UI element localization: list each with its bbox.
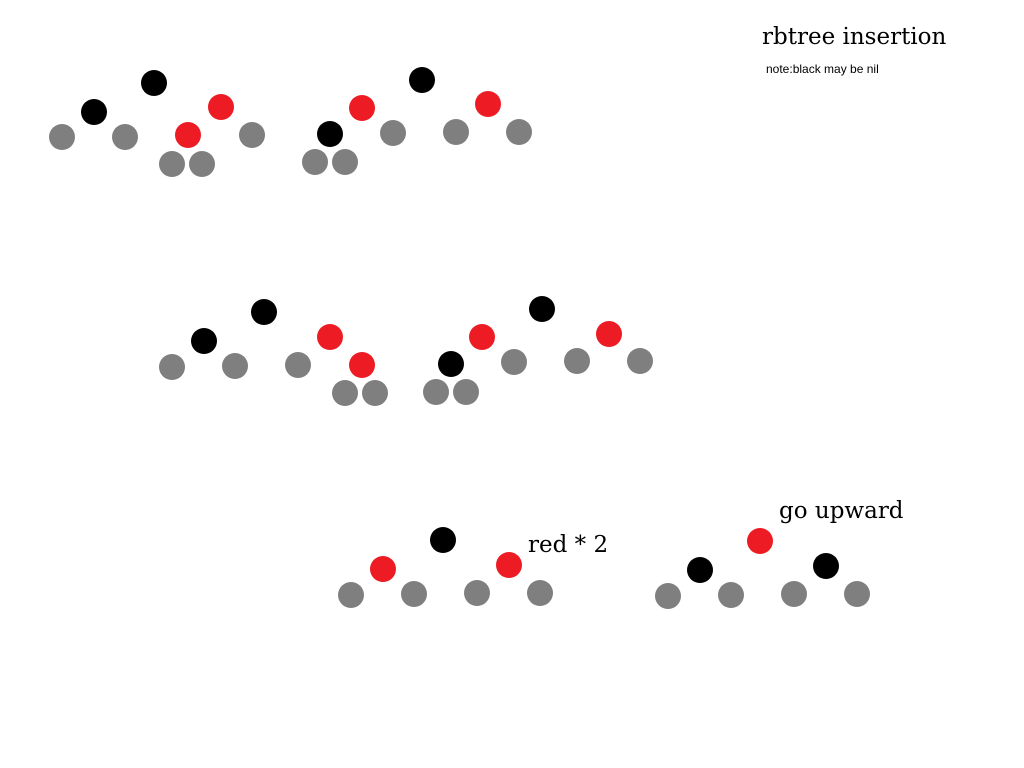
nil-node	[401, 581, 427, 607]
red-node	[469, 324, 495, 350]
nil-node	[423, 379, 449, 405]
nil-node	[380, 120, 406, 146]
nil-node	[332, 380, 358, 406]
nil-node	[49, 124, 75, 150]
nil-node	[627, 348, 653, 374]
tree-row2-before	[159, 299, 388, 406]
tree-row3-after	[655, 528, 870, 609]
red-node	[317, 324, 343, 350]
nil-node	[362, 380, 388, 406]
nil-node	[781, 581, 807, 607]
diagram-title: rbtree insertion	[762, 24, 947, 50]
nil-node	[189, 151, 215, 177]
nil-node	[501, 349, 527, 375]
nil-node	[159, 354, 185, 380]
nil-node	[655, 583, 681, 609]
red-node	[208, 94, 234, 120]
black-node	[141, 70, 167, 96]
nil-node	[443, 119, 469, 145]
nil-node	[718, 582, 744, 608]
black-node	[251, 299, 277, 325]
black-node	[430, 527, 456, 553]
nil-node	[332, 149, 358, 175]
black-node	[529, 296, 555, 322]
black-node	[409, 67, 435, 93]
black-node	[317, 121, 343, 147]
red-twice-label: red * 2	[528, 532, 609, 558]
nil-node	[464, 580, 490, 606]
tree-row1-before	[49, 70, 265, 177]
red-node	[475, 91, 501, 117]
diagram-note: note:black may be nil	[766, 62, 879, 76]
red-node	[596, 321, 622, 347]
go-upward-label: go upward	[779, 498, 904, 524]
red-node	[496, 552, 522, 578]
tree-row1-after	[302, 67, 532, 175]
nil-node	[564, 348, 590, 374]
black-node	[438, 351, 464, 377]
nil-node	[506, 119, 532, 145]
black-node	[191, 328, 217, 354]
red-node	[349, 95, 375, 121]
black-node	[81, 99, 107, 125]
nil-node	[159, 151, 185, 177]
nil-node	[285, 352, 311, 378]
nil-node	[222, 353, 248, 379]
red-node	[349, 352, 375, 378]
black-node	[687, 557, 713, 583]
nil-node	[302, 149, 328, 175]
black-node	[813, 553, 839, 579]
tree-row3-before	[338, 527, 553, 608]
red-node	[370, 556, 396, 582]
red-node	[175, 122, 201, 148]
nil-node	[844, 581, 870, 607]
nil-node	[527, 580, 553, 606]
nil-node	[453, 379, 479, 405]
nil-node	[338, 582, 364, 608]
nil-node	[239, 122, 265, 148]
nil-node	[112, 124, 138, 150]
tree-row2-after	[423, 296, 653, 405]
red-node	[747, 528, 773, 554]
